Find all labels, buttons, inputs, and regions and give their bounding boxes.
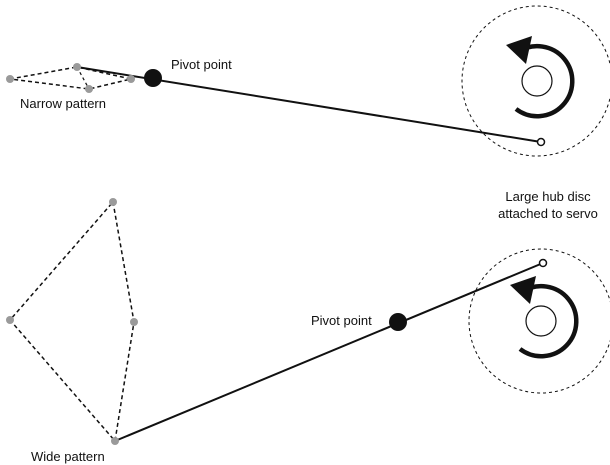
pattern-point [127,75,135,83]
servo-disc-top [461,5,610,157]
rotation-arrow-icon [514,43,575,119]
servo-hub-circle [521,65,553,97]
pivot-point-label-bottom: Pivot point [311,313,372,328]
narrow-pattern-path [6,63,135,93]
rotation-arrowhead-icon [510,276,536,304]
crank-pin-bottom [538,258,548,268]
wide-pattern-outline [9,200,135,443]
hub-disc-outline [468,248,610,394]
rotation-arrow-icon [518,283,579,359]
hub-disc-label-line1: Large hub disc [505,189,591,204]
hub-disc-label-line2: attached to servo [498,206,598,221]
narrow-pattern-outline [9,66,132,90]
narrow-pattern-label: Narrow pattern [20,96,106,111]
pattern-point [130,318,138,326]
wide-pattern-path [6,198,138,445]
hub-disc-annotation: Large hub disc attached to servo [498,189,598,221]
pivot-point-top [144,69,162,87]
pattern-point [6,316,14,324]
pivot-point-bottom [389,313,407,331]
pattern-point [111,437,119,445]
servo-hub-circle [525,305,557,337]
servo-disc-bottom [468,248,610,394]
wide-pattern-label: Wide pattern [31,449,105,464]
narrow-pattern-diagonal [76,66,90,90]
rotation-arrowhead-icon [506,36,532,64]
pattern-point [73,63,81,71]
crank-pin-top [536,137,546,147]
pattern-point [6,75,14,83]
pattern-point [85,85,93,93]
hub-disc-outline [461,5,610,157]
bottom-mechanism: Pivot point Wide pattern [6,198,610,464]
pivot-point-label-top: Pivot point [171,57,232,72]
pattern-point [109,198,117,206]
top-mechanism: Pivot point Narrow pattern [6,5,610,157]
linkage-arm-bottom [114,262,544,442]
